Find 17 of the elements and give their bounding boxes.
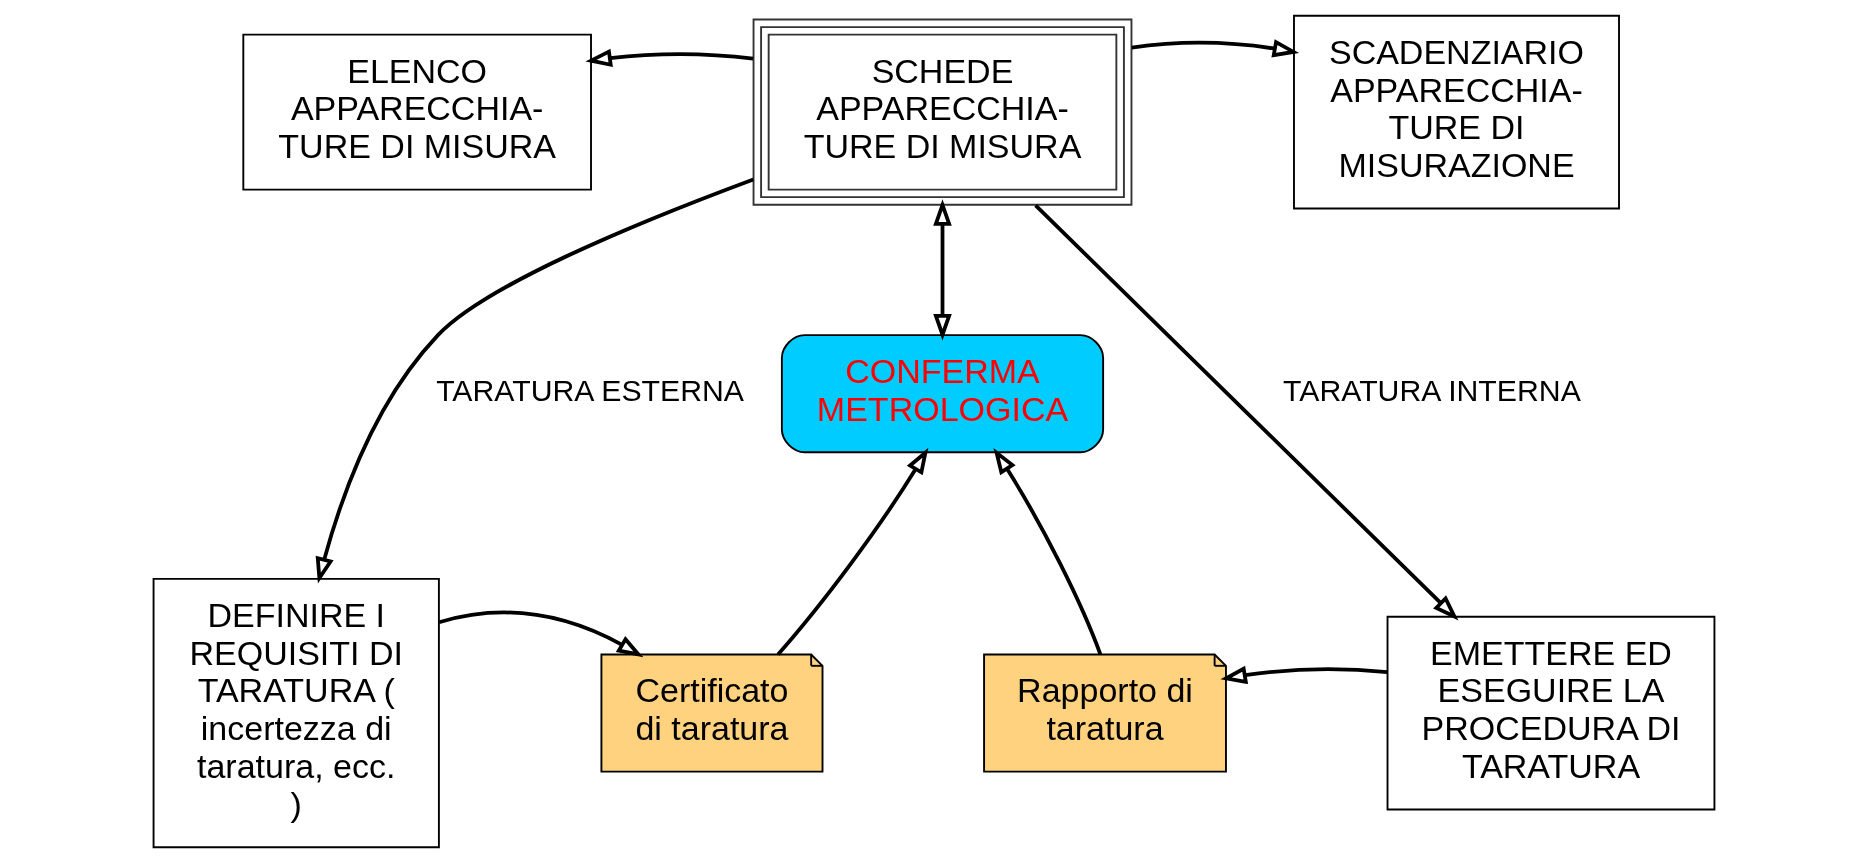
arrow: [584, 48, 753, 68]
node-box: DEFINIRE I REQUISITI DI TARATURA ( incertezza di taratura, ecc. ): [152, 577, 440, 849]
node-box: ELENCO APPARECCHIA- TURE DI MISURA: [241, 33, 592, 191]
node-box: CONFERMA METROLOGICA: [780, 334, 1104, 454]
arrow: [932, 199, 952, 341]
node-box: SCADENZIARIO APPARECCHIA- TURE DI MISURAZIONE: [1292, 14, 1620, 210]
arrow: [1219, 665, 1387, 685]
arrow: [1033, 204, 1458, 621]
edge-label: TARATURA ESTERNA: [435, 373, 744, 407]
edge-label: TARATURA INTERNA: [1282, 373, 1581, 407]
arrow: [1131, 39, 1299, 58]
node-box: EMETTERE ED ESEGUIRE LA PROCEDURA DI TARATURA: [1386, 615, 1715, 811]
arrow: [315, 177, 754, 584]
node-box: SCHEDE APPARECCHIA- TURE DI MISURA: [752, 18, 1132, 206]
arrow: [438, 610, 643, 658]
arrow: [993, 447, 1102, 656]
arrow: [776, 447, 928, 656]
